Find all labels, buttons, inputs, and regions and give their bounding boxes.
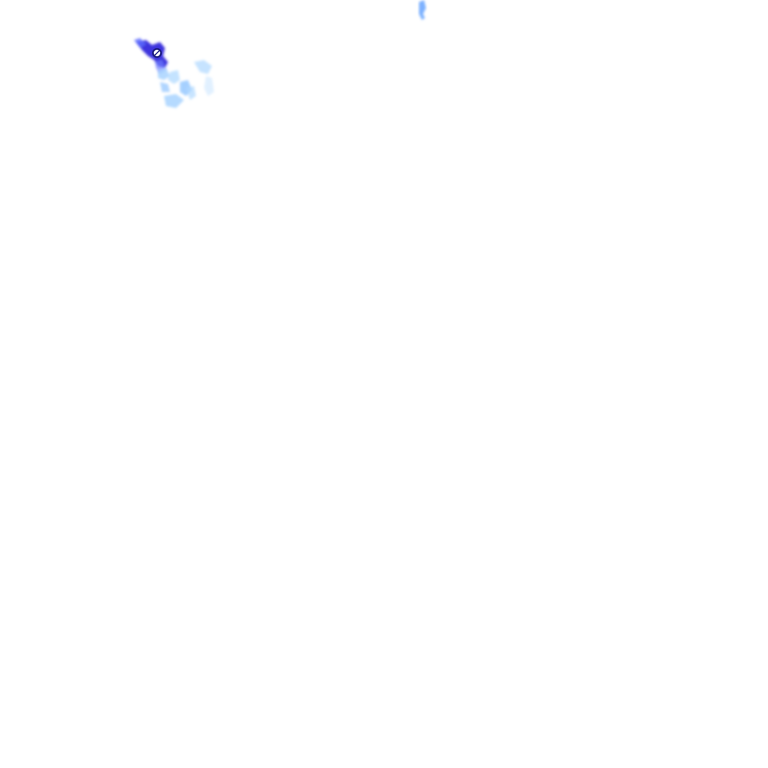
echo-moderate-cell — [419, 0, 426, 20]
location-marker-icon[interactable] — [152, 48, 162, 58]
echo-light-cell — [168, 70, 180, 84]
echo-light-cell — [160, 82, 170, 92]
echo-moderate-ring — [134, 38, 146, 48]
echo-light-cell — [186, 86, 196, 100]
echo-cluster-west — [134, 38, 168, 74]
echo-cluster-north — [419, 0, 426, 20]
echo-light-cell — [204, 76, 214, 96]
echo-light-cell — [164, 94, 184, 108]
echo-light-cell — [158, 68, 170, 80]
echo-cluster-west-tail — [158, 60, 214, 108]
echo-light-cell — [194, 60, 212, 74]
